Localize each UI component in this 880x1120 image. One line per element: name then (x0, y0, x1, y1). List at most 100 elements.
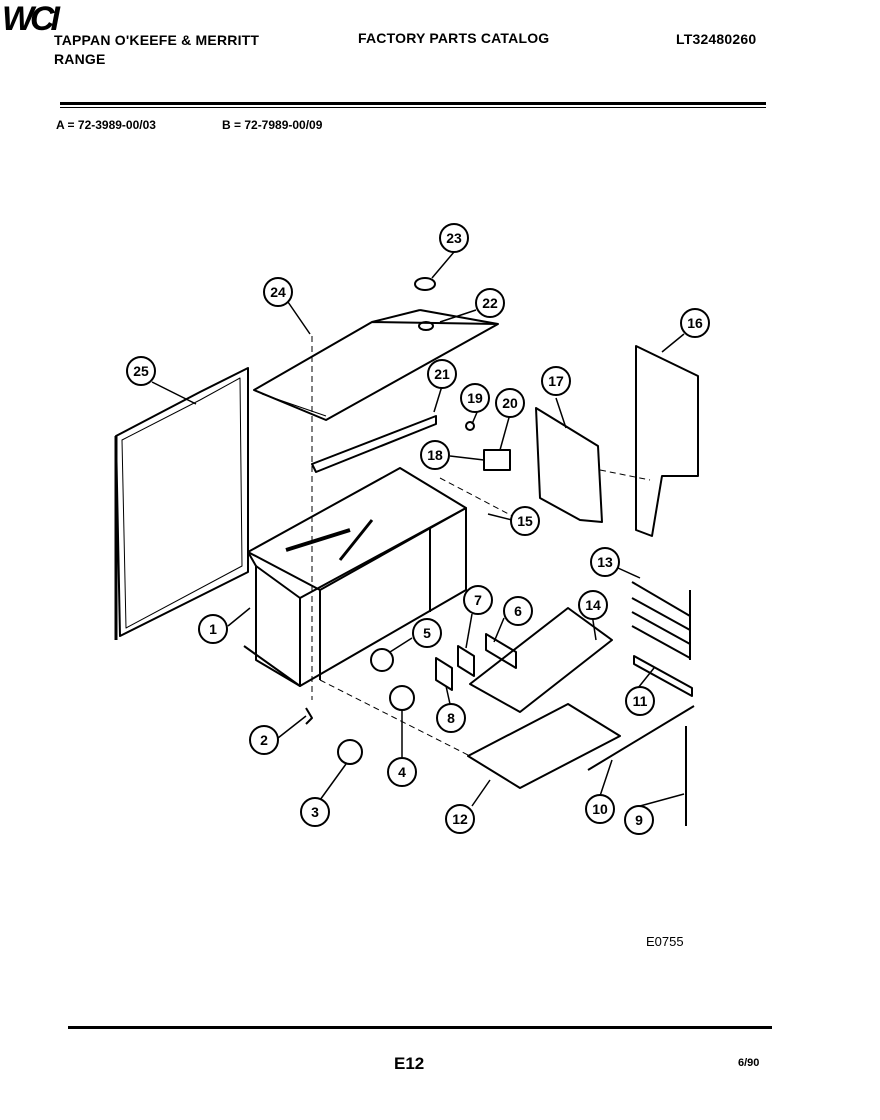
callout-circle (578, 590, 608, 620)
callout-number: 23 (446, 230, 462, 246)
brand-header: TAPPAN O'KEEFE & MERRITT RANGE (54, 31, 259, 69)
gas-valve-part (389, 685, 415, 711)
catalog-number: LT32480260 (676, 31, 757, 47)
callout-circle (249, 725, 279, 755)
shelf-rack-part (631, 581, 691, 660)
callout-3: 3 (300, 797, 330, 827)
callout-circle (680, 308, 710, 338)
callout-24: 24 (263, 277, 293, 307)
callout-8: 8 (436, 703, 466, 733)
callout-circle (427, 359, 457, 389)
rail-part (633, 655, 693, 697)
cabinet-body-part (243, 467, 467, 687)
callout-circle (412, 618, 442, 648)
callout-21: 21 (427, 359, 457, 389)
callout-6: 6 (503, 596, 533, 626)
orifice-part (337, 739, 363, 765)
callout-14: 14 (578, 590, 608, 620)
callout-number: 21 (434, 366, 450, 382)
callout-number: 20 (502, 395, 518, 411)
callout-number: 3 (311, 804, 319, 820)
callout-number: 4 (398, 764, 406, 780)
callout-circle (436, 703, 466, 733)
header-divider (60, 102, 766, 105)
callout-number: 17 (548, 373, 564, 389)
callout-circle (541, 366, 571, 396)
callout-4: 4 (387, 757, 417, 787)
callout-number: 11 (633, 693, 648, 709)
callout-2: 2 (249, 725, 279, 755)
callout-number: 1 (209, 621, 217, 637)
callout-number: 5 (423, 625, 431, 641)
trim-strip-part (311, 415, 437, 473)
callout-circle (263, 277, 293, 307)
callout-7: 7 (463, 585, 493, 615)
back-bracket-part (535, 407, 603, 523)
callout-circle (585, 794, 615, 824)
callout-circle (420, 440, 450, 470)
page-number: E12 (394, 1054, 425, 1073)
callout-number: 14 (585, 597, 601, 613)
callout-circle (495, 388, 525, 418)
product-type: RANGE (54, 51, 106, 67)
bracket-part (485, 633, 517, 669)
callout-20: 20 (495, 388, 525, 418)
callout-number: 25 (133, 363, 149, 379)
footer-divider (68, 1026, 772, 1029)
callout-11: 11 (625, 686, 655, 716)
top-panel-part (253, 309, 499, 421)
callout-circle (439, 223, 469, 253)
callout-9: 9 (624, 805, 654, 835)
callout-number: 22 (482, 295, 498, 311)
back-panel-part (635, 345, 699, 537)
model-b-label: B = 72-7989-00/09 (222, 118, 323, 132)
callout-12: 12 (445, 804, 475, 834)
callout-circle (460, 383, 490, 413)
callout-22: 22 (475, 288, 505, 318)
burner-valve-part (370, 648, 394, 672)
callout-number: 18 (427, 447, 443, 463)
callout-1: 1 (198, 614, 228, 644)
wci-logo: WCI (2, 0, 62, 38)
callout-10: 10 (585, 794, 615, 824)
callout-circle (510, 506, 540, 536)
callout-number: 12 (452, 811, 468, 827)
callout-number: 7 (474, 592, 482, 608)
broiler-pan-part (467, 703, 621, 789)
callout-circle (625, 686, 655, 716)
callout-18: 18 (420, 440, 450, 470)
callout-number: 6 (514, 603, 522, 619)
callout-number: 13 (597, 554, 613, 570)
callout-number: 24 (270, 284, 286, 300)
knob-part (414, 277, 436, 291)
callout-25: 25 (126, 356, 156, 386)
callout-17: 17 (541, 366, 571, 396)
callout-number: 19 (467, 390, 483, 406)
callout-number: 2 (260, 732, 268, 748)
callout-15: 15 (510, 506, 540, 536)
callout-circle (387, 757, 417, 787)
callout-circle (445, 804, 475, 834)
callout-16: 16 (680, 308, 710, 338)
callout-circle (463, 585, 493, 615)
callout-circle (475, 288, 505, 318)
hinge-part (457, 645, 475, 677)
drawing-code: E0755 (646, 934, 684, 949)
callout-circle (198, 614, 228, 644)
brand-name: TAPPAN O'KEEFE & MERRITT (54, 32, 260, 48)
side-panel-part (114, 367, 249, 640)
callout-number: 9 (635, 812, 643, 828)
callout-number: 8 (447, 710, 455, 726)
model-a-label: A = 72-3989-00/03 (56, 118, 156, 132)
oven-rack-part (469, 607, 613, 713)
clip-part (305, 707, 313, 725)
callout-circle (624, 805, 654, 835)
callout-23: 23 (439, 223, 469, 253)
header-divider-thin (60, 107, 766, 108)
switch-part (483, 449, 511, 471)
callout-19: 19 (460, 383, 490, 413)
callout-number: 10 (592, 801, 608, 817)
revision-date: 6/90 (738, 1057, 760, 1069)
